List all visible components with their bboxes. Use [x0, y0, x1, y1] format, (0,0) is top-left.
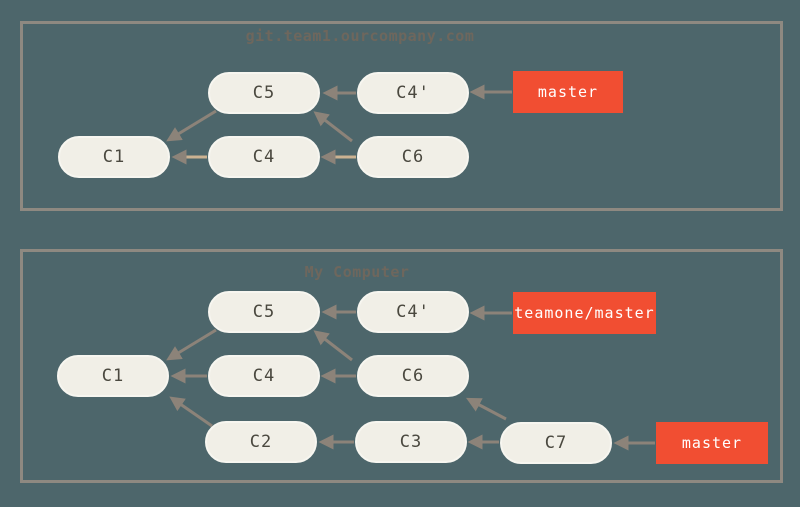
commit-node-c6-remote: C6 [357, 136, 469, 178]
commit-node-c1-local: C1 [57, 355, 169, 397]
panel-title-remote: git.team1.ourcompany.com [245, 27, 475, 45]
branch-label-teamone-master: teamone/master [513, 292, 656, 334]
panel-my-computer [20, 249, 783, 483]
commit-node-c4-remote: C4 [208, 136, 320, 178]
commit-node-c3-local: C3 [355, 421, 467, 463]
branch-label-master-local: master [656, 422, 768, 464]
commit-node-c7-local: C7 [500, 422, 612, 464]
commit-node-c1-remote: C1 [58, 136, 170, 178]
commit-node-c4-local: C4 [208, 355, 320, 397]
branch-label-master-remote: master [513, 71, 623, 113]
commit-node-c4-prime-local: C4' [357, 291, 469, 333]
commit-node-c5-local: C5 [208, 291, 320, 333]
commit-node-c5-remote: C5 [208, 72, 320, 114]
commit-node-c2-local: C2 [205, 421, 317, 463]
panel-title-local: My Computer [304, 263, 410, 281]
commit-node-c6-local: C6 [357, 355, 469, 397]
panel-remote-server [20, 21, 783, 211]
commit-node-c4-prime-remote: C4' [357, 72, 469, 114]
